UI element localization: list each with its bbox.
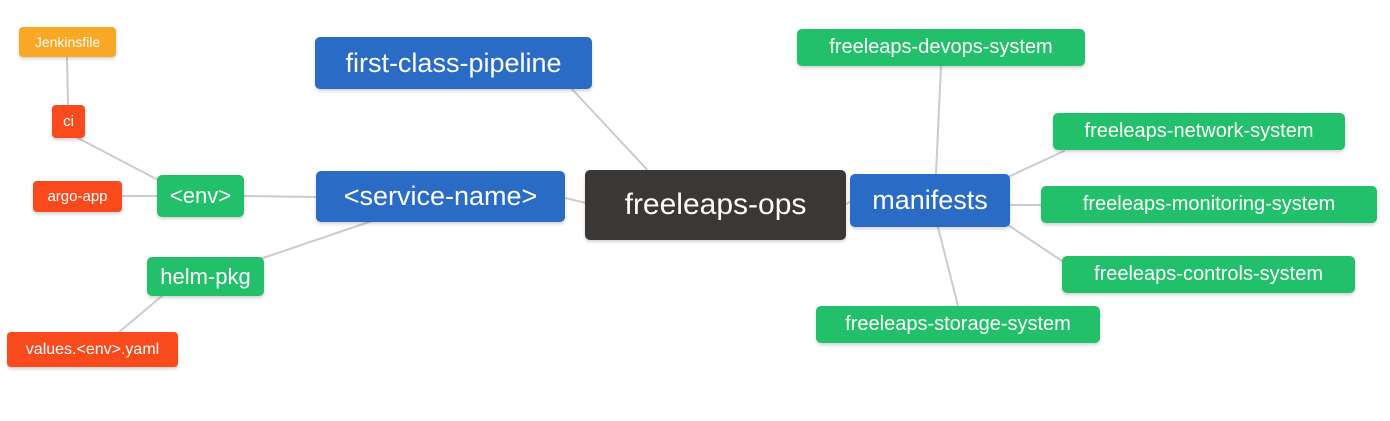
node-first-class-pipeline[interactable]: first-class-pipeline <box>315 37 592 89</box>
edge-jenkinsfile-ci <box>66 56 69 106</box>
edge-manifests-devops <box>935 65 942 175</box>
edge-ci-env <box>73 135 161 182</box>
edge-manifests-network <box>1007 150 1065 178</box>
node-ci[interactable]: ci <box>52 105 85 138</box>
node-freeleaps-ops[interactable]: freeleaps-ops <box>585 170 846 240</box>
node-argo-app[interactable]: argo-app <box>33 181 122 212</box>
node-freeleaps-devops-system[interactable]: freeleaps-devops-system <box>797 29 1085 66</box>
node-freeleaps-monitoring-system[interactable]: freeleaps-monitoring-system <box>1041 186 1377 223</box>
node-freeleaps-network-system[interactable]: freeleaps-network-system <box>1053 113 1345 150</box>
edge-helm-pkg-service-name <box>259 220 373 260</box>
node-env[interactable]: <env> <box>157 175 244 217</box>
node-freeleaps-controls-system[interactable]: freeleaps-controls-system <box>1062 256 1355 293</box>
edge-service-name-root <box>564 197 587 204</box>
node-values-env-yaml[interactable]: values.<env>.yaml <box>7 332 178 367</box>
node-jenkinsfile[interactable]: Jenkinsfile <box>19 27 116 57</box>
edge-manifests-storage <box>937 226 959 307</box>
edge-env-service-name <box>243 195 317 198</box>
edge-pipeline-root <box>571 88 654 177</box>
node-freeleaps-storage-system[interactable]: freeleaps-storage-system <box>816 306 1100 343</box>
node-service-name[interactable]: <service-name> <box>316 171 565 222</box>
edge-manifests-controls <box>1007 224 1063 262</box>
node-helm-pkg[interactable]: helm-pkg <box>147 257 264 296</box>
node-manifests[interactable]: manifests <box>850 174 1010 227</box>
edge-values-helm-pkg <box>117 294 164 334</box>
